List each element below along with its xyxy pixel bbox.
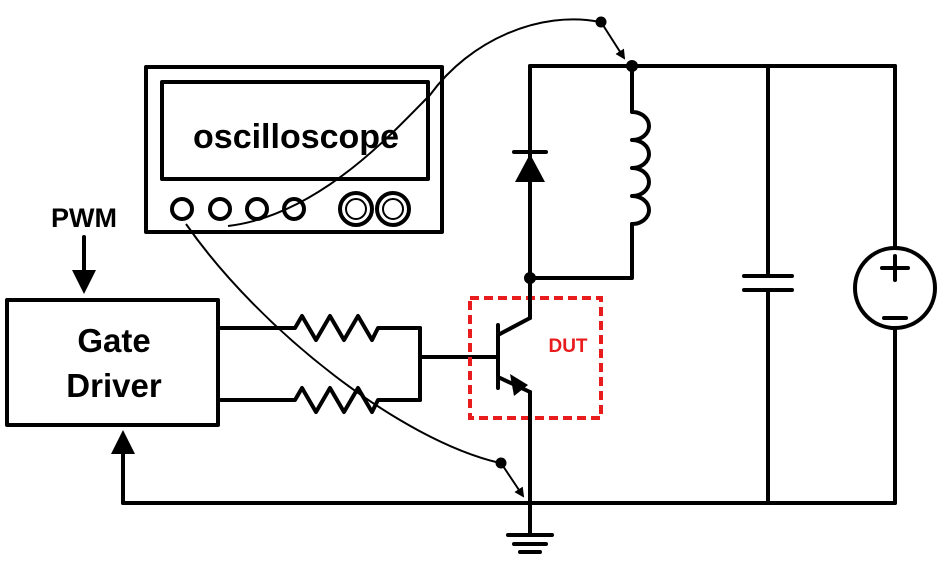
pwm-label: PWM: [51, 203, 117, 233]
probe-channel-1-knob: [170, 197, 194, 221]
pwm-arrow: [72, 235, 96, 294]
gate-resistor-bottom: [216, 386, 422, 414]
gate-driver-label-line1: Gate: [77, 322, 150, 359]
feedback-arrow: [111, 430, 135, 505]
oscilloscope: oscilloscope: [144, 65, 444, 234]
probe-channel-2-knob: [208, 197, 232, 221]
oscilloscope-body: [144, 65, 444, 234]
gate-driver-label-line2: Driver: [66, 367, 162, 404]
junction-top-inductor: [626, 60, 638, 72]
dc-voltage-source: [853, 64, 937, 505]
probe-channel-4-knob: [282, 197, 306, 221]
probe-channel-3-knob: [245, 197, 269, 221]
oscilloscope-screen: [160, 80, 430, 181]
dc-link-capacitor: [742, 64, 794, 505]
oscilloscope-label: oscilloscope: [193, 118, 399, 156]
dut-label: DUT: [548, 336, 587, 357]
inductor-return-wire: [528, 222, 634, 280]
dut-transistor: [496, 316, 532, 396]
ground-symbol: [506, 533, 554, 554]
adjust-knob-2: [375, 191, 411, 227]
gate-resistor-top: [216, 314, 422, 342]
inductor: [630, 64, 651, 226]
gate-driver-box: [5, 298, 220, 427]
probe-wire-drain: [227, 16, 626, 227]
dut-box: [468, 296, 603, 420]
junction-drain: [524, 272, 536, 284]
probe-wire-source: [185, 223, 525, 498]
adjust-knob-1: [338, 191, 374, 227]
freewheeling-diode: [512, 150, 548, 182]
gate-wire: [418, 326, 500, 402]
